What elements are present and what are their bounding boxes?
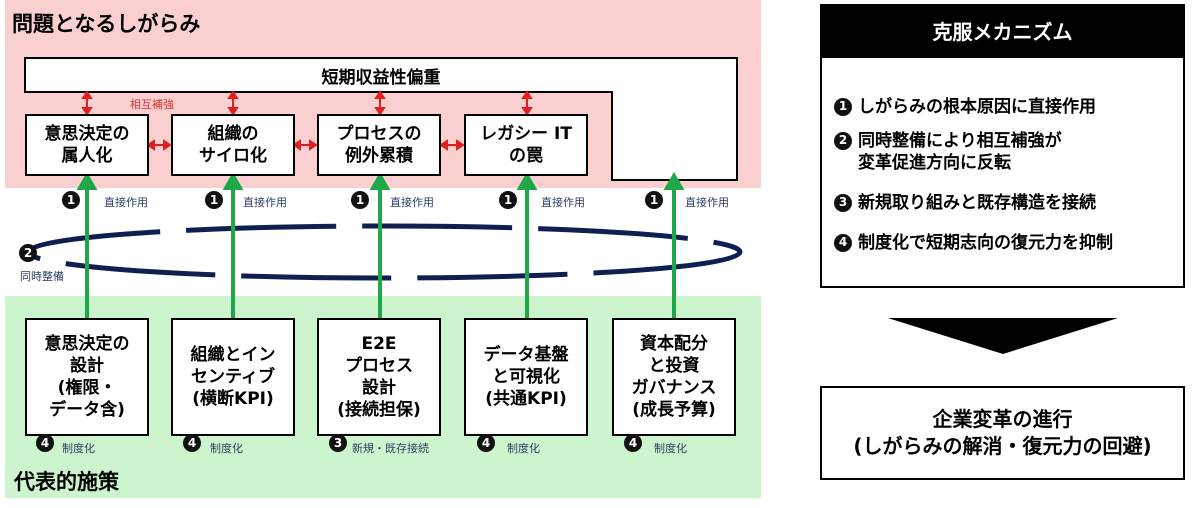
- mechanism-badge-3: 3: [834, 194, 852, 212]
- badge-measure-1: 4: [36, 434, 54, 452]
- badge-direct-1: 1: [62, 191, 80, 209]
- direct-effect-label-3: 直接作用: [390, 196, 434, 209]
- measure-note-5: 制度化: [654, 442, 687, 455]
- direct-effect-label-2: 直接作用: [243, 196, 287, 209]
- mechanism-item-1: 1 しがらみの根本原因に直接作用: [834, 96, 1096, 118]
- mechanism-badge-4: 4: [834, 234, 852, 252]
- measure-box-3: E2E プロセス 設計 (接続担保): [317, 318, 441, 436]
- direct-effect-label-5: 直接作用: [685, 196, 729, 209]
- badge-direct-5: 1: [645, 191, 663, 209]
- mutual-reinforce-label: 相互補強: [130, 98, 174, 111]
- red-horizontal-arrows: [146, 139, 465, 151]
- mechanism-item-2: 2 同時整備により相互補強が 変革促進方向に反転: [834, 130, 1062, 174]
- problem-zone-title: 問題となるしがらみ: [12, 12, 201, 36]
- mechanism-badge-2: 2: [834, 132, 852, 150]
- measure-note-1: 制度化: [62, 442, 95, 455]
- problem-box-2: 組織の サイロ化: [171, 114, 295, 176]
- mechanism-title: 克服メカニズム: [820, 4, 1185, 56]
- badge-measure-4: 4: [477, 434, 495, 452]
- measure-box-5: 資本配分 と投資 ガバナンス (成長予算): [612, 318, 736, 436]
- measure-note-2: 制度化: [210, 442, 243, 455]
- short-term-frame: [24, 57, 738, 181]
- direct-effect-label-1: 直接作用: [104, 196, 148, 209]
- mechanism-text-1: しがらみの根本原因に直接作用: [858, 97, 1096, 117]
- badge-measure-5: 4: [624, 434, 642, 452]
- badge-measure-3: 3: [329, 434, 347, 452]
- measures-zone-title: 代表的施策: [14, 470, 119, 494]
- red-vertical-arrows: [81, 90, 533, 116]
- badge-simultaneous: 2: [19, 244, 37, 262]
- simultaneous-label: 同時整備: [20, 270, 64, 283]
- mechanism-text-3: 新規取り組みと既存構造を接続: [858, 193, 1096, 213]
- mechanism-badge-1: 1: [834, 98, 852, 116]
- short-term-label: 短期収益性偏重: [321, 67, 441, 88]
- badge-measure-2: 4: [183, 434, 201, 452]
- mechanism-item-3: 3 新規取り組みと既存構造を接続: [834, 192, 1096, 214]
- measure-box-2: 組織とイン センティブ (横断KPI): [171, 318, 295, 436]
- mechanism-panel: 1 しがらみの根本原因に直接作用 2 同時整備により相互補強が 変革促進方向に反…: [820, 56, 1185, 288]
- direct-effect-label-4: 直接作用: [541, 196, 585, 209]
- badge-direct-2: 1: [205, 191, 223, 209]
- down-arrow: [888, 318, 1118, 354]
- result-box: 企業変革の進行 (しがらみの解消・復元力の回避): [820, 386, 1185, 480]
- simultaneous-ellipse: [25, 223, 743, 281]
- measure-box-1: 意思決定の 設計 (権限・ データ含): [25, 318, 149, 436]
- mechanism-item-4: 4 制度化で短期志向の復元力を抑制: [834, 232, 1113, 254]
- badge-direct-3: 1: [351, 191, 369, 209]
- problem-box-1: 意思決定の 属人化: [25, 114, 149, 176]
- badge-direct-4: 1: [499, 191, 517, 209]
- measure-note-4: 制度化: [507, 442, 540, 455]
- mechanism-text-4: 制度化で短期志向の復元力を抑制: [858, 233, 1113, 253]
- mechanism-text-2: 同時整備により相互補強が 変革促進方向に反転: [858, 131, 1062, 174]
- measure-box-4: データ基盤 と可視化 (共通KPI): [464, 318, 588, 436]
- problem-box-3: プロセスの 例外累積: [317, 114, 441, 176]
- green-direct-arrows: [76, 172, 685, 318]
- measure-note-3: 新規・既存接続: [352, 442, 429, 455]
- problem-box-4: レガシー IT の罠: [464, 114, 588, 176]
